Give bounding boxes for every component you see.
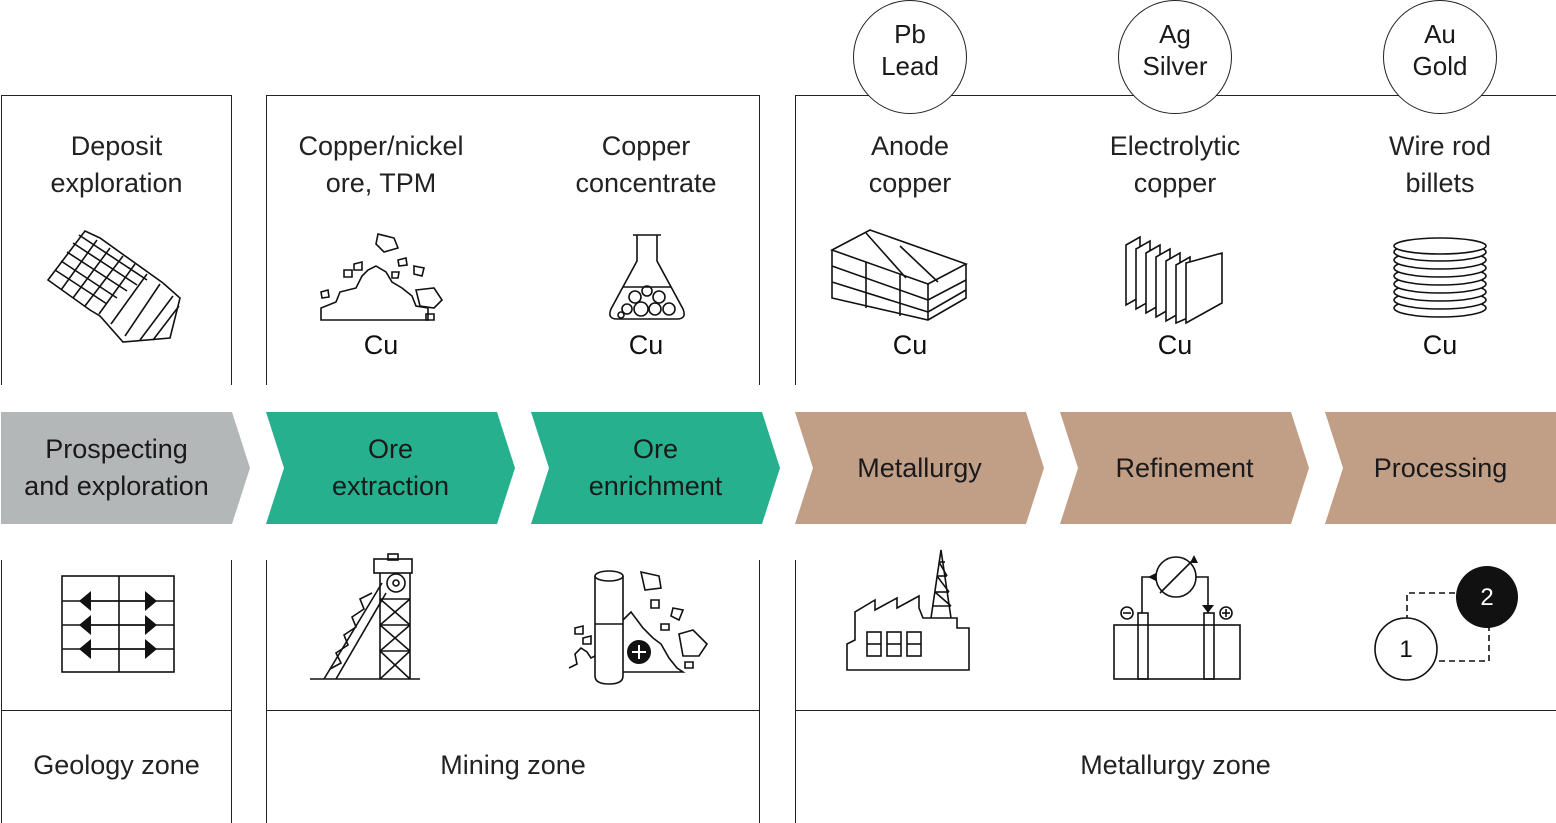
byproduct-gold-circle: Au Gold: [1383, 0, 1497, 114]
stage-ore-extraction: Ore extraction: [266, 412, 515, 524]
stage-label: Metallurgy: [857, 452, 982, 483]
element-label: Cu: [1422, 330, 1458, 360]
byproduct-silver-circle: Ag Silver: [1118, 0, 1232, 114]
flask-icon: [609, 234, 685, 320]
zone-separator: [266, 710, 760, 711]
ore-pile-icon: [320, 233, 444, 321]
zone-label-geology: Geology zone: [33, 750, 200, 780]
product-label: Copper concentrate: [575, 131, 717, 198]
stage-prospecting: Prospecting and exploration: [1, 412, 250, 524]
stage-metallurgy: Metallurgy: [795, 412, 1044, 524]
element-label: Cu: [363, 330, 399, 360]
zone-label-mining: Mining zone: [440, 750, 586, 780]
electrolysis-cell-icon: [1113, 555, 1241, 680]
product-label: Copper/nickel ore, TPM: [298, 131, 464, 198]
product-label: Wire rod billets: [1388, 131, 1491, 198]
mine-headframe-icon: [310, 553, 420, 680]
anode-copper-icon: [830, 229, 968, 321]
stage-label: Ore extraction: [331, 434, 450, 501]
mining-products-box: [266, 95, 760, 385]
test-tube-ore-icon: [568, 570, 709, 685]
stage-label: Refinement: [1115, 452, 1254, 483]
stage-label: Ore enrichment: [588, 434, 723, 501]
map-arrows-icon: [61, 575, 175, 673]
factory-icon: [846, 549, 970, 671]
mining-zone-box: [266, 560, 760, 823]
element-label: Cu: [1157, 330, 1193, 360]
byproduct-name: Lead: [881, 51, 939, 81]
stage-label: Processing: [1373, 452, 1508, 483]
stage-processing: Processing: [1325, 412, 1556, 524]
element-label: Cu: [628, 330, 664, 360]
stage-ore-enrichment: Ore enrichment: [531, 412, 780, 524]
element-label: Cu: [892, 330, 928, 360]
byproduct-symbol: Ag: [1159, 19, 1191, 49]
zone-separator: [1, 710, 232, 711]
byproduct-symbol: Au: [1424, 19, 1456, 49]
zone-separator: [795, 710, 1556, 711]
deposit-map-icon: [46, 230, 181, 343]
geology-zone-box: [1, 560, 232, 823]
byproduct-name: Silver: [1142, 51, 1208, 81]
byproduct-name: Gold: [1412, 51, 1468, 81]
byproduct-symbol: Pb: [894, 19, 926, 49]
step-2-label: 2: [1480, 584, 1493, 611]
product-label: Electrolytic copper: [1109, 131, 1241, 198]
byproduct-lead-circle: Pb Lead: [853, 0, 967, 114]
product-label: Deposit exploration: [50, 131, 183, 198]
electrolytic-copper-icon: [1125, 235, 1223, 325]
step-1-label: 1: [1399, 636, 1412, 663]
stage-refinement: Refinement: [1060, 412, 1309, 524]
processing-steps-icon: 1 2: [1374, 566, 1518, 681]
product-label: Anode copper: [868, 131, 952, 198]
billets-icon: [1393, 237, 1487, 318]
zone-label-metallurgy: Metallurgy zone: [1080, 750, 1271, 780]
metallurgy-zone-box: [795, 560, 1556, 823]
geology-products-box: [1, 95, 232, 385]
stage-label: Prospecting and exploration: [24, 434, 209, 501]
